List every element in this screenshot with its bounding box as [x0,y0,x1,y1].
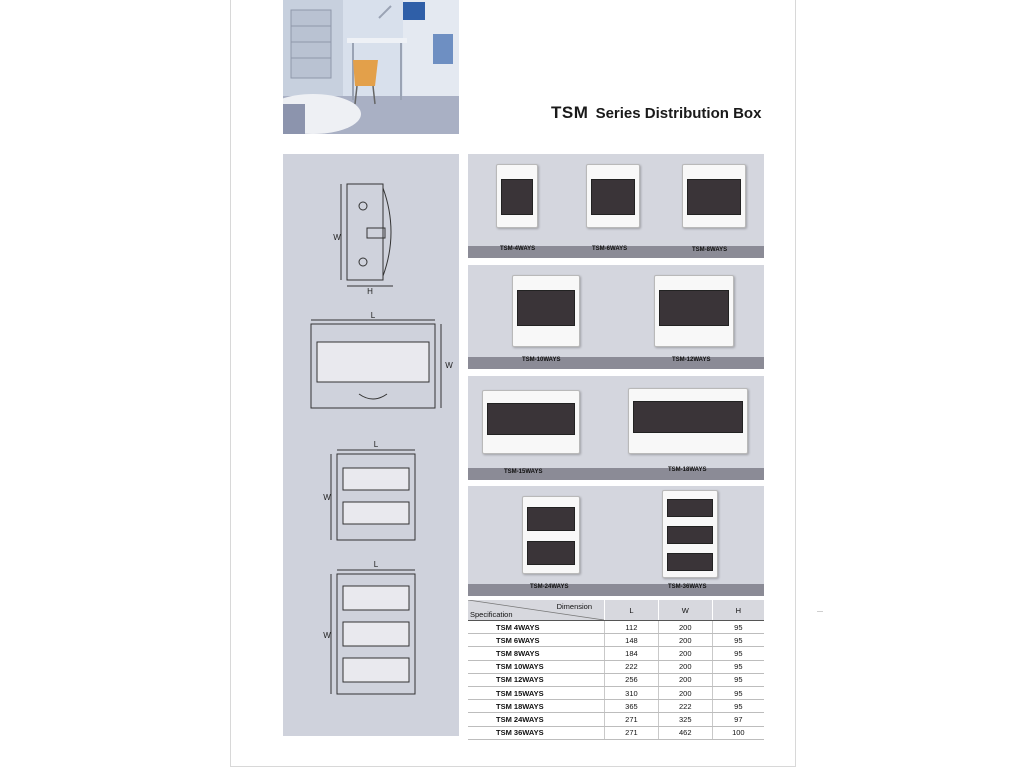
product-image-6ways [586,164,640,228]
caption-4ways: TSM-4WAYS [500,246,536,252]
cell-w: 200 [657,660,713,674]
table-row: TSM 12WAYS 256 200 95 [468,673,764,687]
cell-h: 97 [711,712,764,727]
cell-spec: TSM 12WAYS [468,673,605,687]
product-panel-large: TSM-15WAYS TSM-18WAYS [468,376,764,480]
cell-spec: TSM 10WAYS [468,660,605,674]
table-row: TSM 4WAYS 112 200 95 [468,620,764,635]
product-image-18ways [628,388,748,454]
cell-h: 100 [711,726,764,740]
product-panel-medium: TSM-10WAYS TSM-12WAYS [468,265,764,369]
cell-l: 184 [604,646,659,661]
product-image-8ways [682,164,746,228]
product-image-24ways [522,496,580,574]
cell-w: 200 [657,686,713,701]
side-view-drawing: W H [333,183,393,296]
wide-w-label: W [445,361,453,370]
header-col-l: L [604,600,659,621]
cell-l: 310 [604,686,659,701]
table-row: TSM 36WAYS 271 462 100 [468,726,764,740]
cell-w: 200 [657,633,713,648]
front-view-two-row-drawing: L W [323,440,416,541]
product-image-10ways [512,275,580,347]
caption-bar [468,246,764,258]
caption-6ways: TSM-6WAYS [592,246,628,252]
cell-l: 271 [604,712,659,727]
side-h-label: H [367,287,373,296]
table-row: TSM 10WAYS 222 200 95 [468,660,764,674]
product-image-12ways [654,275,734,347]
cell-w: 200 [657,620,713,635]
cell-w: 222 [657,699,713,714]
two-row-w-label: W [323,493,331,502]
cell-l: 112 [604,620,659,635]
header-dimension: Dimension [556,602,592,611]
three-row-l-label: L [374,560,379,569]
cell-spec: TSM 15WAYS [468,686,605,701]
caption-bar [468,468,764,480]
caption-bar [468,357,764,369]
three-row-w-label: W [323,631,331,640]
table-row: TSM 6WAYS 148 200 95 [468,633,764,648]
cell-spec: TSM 18WAYS [468,699,605,714]
cell-l: 365 [604,699,659,714]
caption-24ways: TSM-24WAYS [530,584,569,590]
cell-w: 200 [657,673,713,687]
cell-l: 148 [604,633,659,648]
product-image-15ways [482,390,580,454]
front-view-three-row-drawing: L W [323,560,416,695]
table-row: TSM 15WAYS 310 200 95 [468,686,764,701]
table-row: TSM 8WAYS 184 200 95 [468,646,764,661]
cell-h: 95 [711,660,764,674]
table-header-diagonal: Dimension Specification [468,600,605,621]
title-rest: Series Distribution Box [595,105,762,122]
header-col-h: H [711,600,764,621]
cell-h: 95 [711,620,764,635]
product-panel-multi-row: TSM-24WAYS TSM-36WAYS [468,486,764,596]
page-title: TSM Series Distribution Box [551,103,761,123]
caption-12ways: TSM-12WAYS [672,357,711,363]
product-image-36ways [662,490,718,578]
cell-h: 95 [711,699,764,714]
header-specification: Specification [470,610,513,619]
caption-8ways: TSM-8WAYS [692,247,728,253]
table-row: TSM 24WAYS 271 325 97 [468,712,764,727]
cell-h: 95 [711,673,764,687]
side-w-label: W [333,233,341,242]
cell-h: 95 [711,633,764,648]
title-brand: TSM [551,103,589,122]
product-image-4ways [496,164,538,228]
cell-spec: TSM 8WAYS [468,646,605,661]
product-panel-small: TSM-4WAYS TSM-6WAYS TSM-8WAYS [468,154,764,258]
caption-10ways: TSM-10WAYS [522,357,561,363]
cell-h: 95 [711,686,764,701]
cell-w: 325 [657,712,713,727]
cell-spec: TSM 6WAYS [468,633,605,648]
cell-w: 200 [657,646,713,661]
header-col-w: W [657,600,713,621]
room-photo [283,0,459,134]
dimension-drawings-panel: W H L W L W [283,154,459,736]
caption-15ways: TSM-15WAYS [504,469,543,475]
cell-w: 462 [657,726,713,740]
dimension-table: Dimension Specification L W H TSM 4WAYS … [468,600,764,740]
cell-l: 271 [604,726,659,740]
cell-spec: TSM 24WAYS [468,712,605,727]
cell-h: 95 [711,646,764,661]
caption-18ways: TSM-18WAYS [668,467,707,473]
wide-l-label: L [371,311,376,320]
table-row: TSM 18WAYS 365 222 95 [468,699,764,714]
cell-l: 222 [604,660,659,674]
margin-mark [817,611,823,612]
cell-spec: TSM 36WAYS [468,726,605,740]
two-row-l-label: L [374,440,379,449]
cell-l: 256 [604,673,659,687]
cell-spec: TSM 4WAYS [468,620,605,635]
caption-bar [468,584,764,596]
caption-36ways: TSM-36WAYS [668,584,707,590]
front-view-wide-drawing: L W [310,311,453,409]
